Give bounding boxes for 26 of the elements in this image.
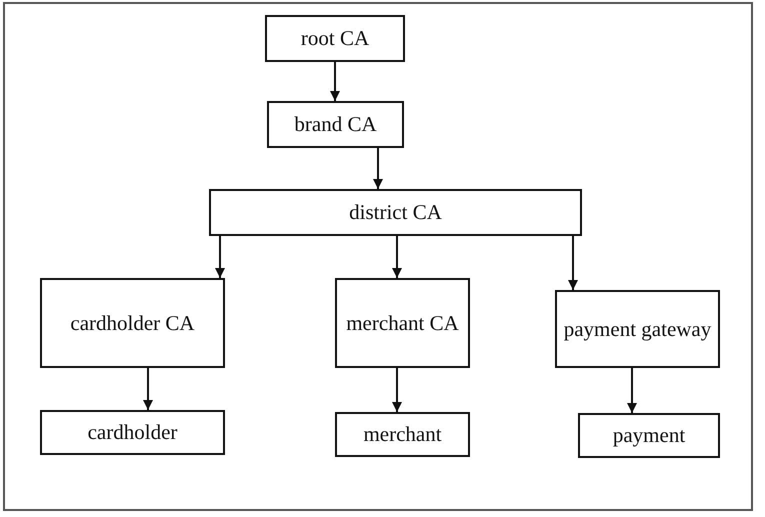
- process-box: [335, 412, 470, 457]
- box-label: payment: [612, 422, 686, 450]
- box-label: payment gateway: [564, 316, 712, 343]
- box-label: cardholder: [88, 419, 178, 446]
- box-label: district CA: [349, 199, 442, 226]
- box-label: root CA: [300, 25, 370, 52]
- process-box: [267, 101, 404, 148]
- process-box: [40, 410, 225, 455]
- process-box: [265, 15, 405, 62]
- box-label: merchant: [363, 421, 442, 448]
- arrow: [627, 368, 637, 413]
- process-box: [578, 413, 720, 458]
- process-box: [555, 290, 720, 368]
- box-label: merchant CA: [346, 310, 459, 337]
- process-box: [209, 189, 582, 236]
- arrow: [143, 368, 153, 410]
- process-box: [335, 278, 470, 368]
- box-label: brand CA: [294, 111, 377, 138]
- box-label: cardholder CA: [70, 310, 195, 337]
- process-box: [40, 278, 225, 368]
- arrow: [568, 236, 578, 290]
- arrow: [392, 236, 402, 278]
- arrow: [330, 62, 340, 101]
- arrow: [373, 148, 383, 189]
- arrow: [392, 368, 402, 412]
- arrow: [215, 236, 225, 278]
